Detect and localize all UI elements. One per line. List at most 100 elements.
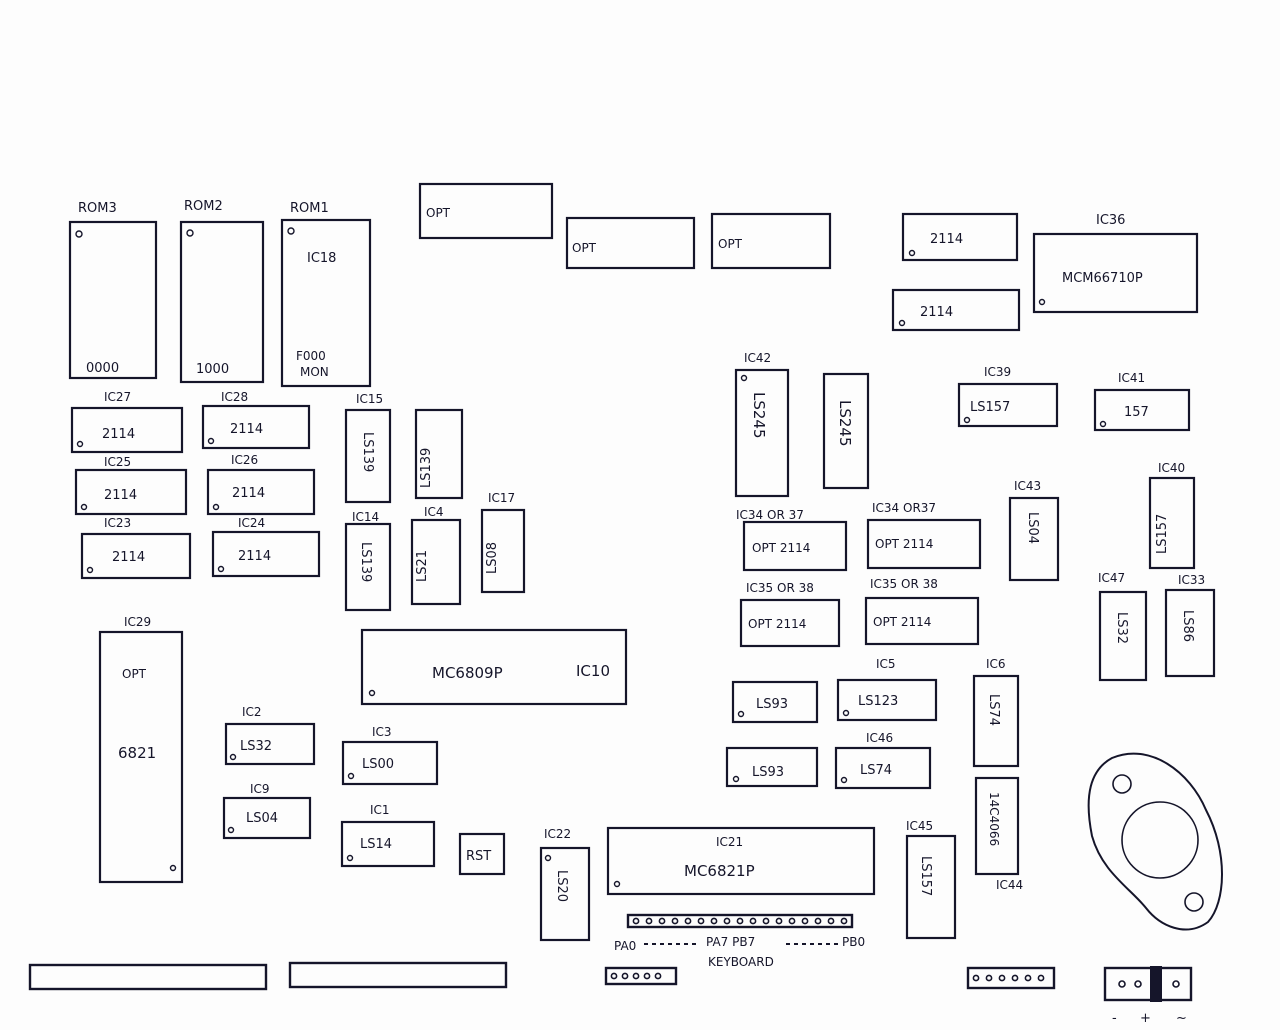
ic43-part: LS04 [1025,512,1040,544]
cpu-part: MC6809P [432,664,503,682]
opt-socket-1-label: OPT [426,206,451,220]
header-pin [840,917,848,925]
ic24-part: 2114 [238,549,271,564]
ic24-chip: IC24 2114 [211,516,321,578]
ic46-ref: IC46 [866,731,893,745]
opt-ram-2-ref: IC34 OR37 [872,501,936,515]
opt-ram-34-37-right: IC34 OR37 OPT 2114 [866,501,982,570]
rom2-title: ROM2 [184,199,223,214]
header-pin [749,917,757,925]
rom1-note: MON [300,365,329,379]
ic22-ref: IC22 [544,827,571,841]
ic45-chip: IC45 LS157 [905,819,957,940]
ic3-part: LS00 [362,757,394,772]
cpu-chip: MC6809P IC10 [360,628,628,706]
ls93-chip-a: LS93 [731,680,819,724]
ram-2114-top-right-b: 2114 [891,288,1021,332]
opt-ram-4-ref: IC35 OR 38 [870,577,938,591]
ls93-chip-b: LS93 [725,746,819,788]
ic36-part: MCM66710P [1062,271,1143,286]
ic5-chip: IC5 LS123 [836,657,938,722]
ic27-chip: IC27 2114 [70,390,184,454]
ic23-part: 2114 [112,550,145,565]
rom1-ref: IC18 [307,251,336,266]
ic1-ref: IC1 [370,803,390,817]
opt-ram-2-part: OPT 2114 [875,537,933,551]
opt-ram-35-38-left: IC35 OR 38 OPT 2114 [739,581,841,648]
opt-socket-3-label: OPT [718,237,743,251]
ram-top-right-b-label: 2114 [920,305,953,320]
opt-socket-2: OPT [565,216,696,270]
ic22-chip: IC22 LS20 [539,827,591,942]
header-pin [1011,974,1019,982]
rom2-chip: ROM2 1000 [179,199,265,384]
ic29-chip: IC29 OPT 6821 [98,615,184,884]
ic27-ref: IC27 [104,390,131,404]
header-pin [736,917,744,925]
rom3-chip: ROM3 0000 [68,201,158,380]
ic3-chip: IC3 LS00 [341,725,439,786]
keyboard-pa0: PA0 [614,939,636,953]
edge-connector-right [288,961,508,989]
keyboard-pb0: PB0 [842,935,865,949]
rom1-chip: ROM1 IC18 F000 MON [280,201,372,388]
ic43-chip: IC43 LS04 [1008,479,1060,582]
header-pin [788,917,796,925]
ic15-part: LS139 [360,432,375,472]
header-pin [998,974,1006,982]
ic39-chip: IC39 LS157 [957,365,1059,428]
ic17-chip: IC17 LS08 [480,491,526,594]
ls139-b-part: LS139 [419,448,434,488]
header-pin [710,917,718,925]
ls139-chip-b: LS139 [414,408,464,500]
ic29-ref: IC29 [124,615,151,629]
header-pin [827,917,835,925]
ic17-ref: IC17 [488,491,515,505]
ic23-chip: IC23 2114 [80,516,192,580]
ic4-chip: IC4 LS21 [410,505,462,606]
ic45-ref: IC45 [906,819,933,833]
ic45-part: LS157 [918,856,933,896]
ram-top-right-a-label: 2114 [930,232,963,247]
opt-ram-1-ref: IC34 OR 37 [736,508,804,522]
ic41-part: 157 [1124,405,1149,420]
ic28-part: 2114 [230,422,263,437]
edge-connector-left [28,963,268,991]
rom3-address: 0000 [86,361,119,376]
opt-ram-3-ref: IC35 OR 38 [746,581,814,595]
ic33-chip: IC33 LS86 [1164,573,1216,678]
ic5-part: LS123 [858,694,898,709]
ls93-a-part: LS93 [756,697,788,712]
header-pin [645,917,653,925]
ic14-part: LS139 [358,542,373,582]
ic1-part: LS14 [360,837,392,852]
power-plus: + [1140,1011,1151,1026]
ic26-chip: IC26 2114 [206,453,316,516]
header-pin [1024,974,1032,982]
reset-button[interactable]: RST [458,832,506,876]
ic9-ref: IC9 [250,782,270,796]
ic1-chip: IC1 LS14 [340,803,436,868]
ic21-part: MC6821P [684,862,755,880]
opt-socket-3: OPT [710,212,832,270]
ic36-chip: IC36 MCM66710P [1032,213,1199,314]
ic9-chip: IC9 LS04 [222,782,312,840]
ic39-ref: IC39 [984,365,1011,379]
opt-socket-2-label: OPT [572,241,597,255]
ic15-chip: IC15 LS139 [344,392,392,504]
header-pin [762,917,770,925]
ic44-chip: 14C4066 IC44 [974,776,1023,892]
ic2-ref: IC2 [242,705,262,719]
ic5-ref: IC5 [876,657,896,671]
ic47-ref: IC47 [1098,571,1125,585]
ic33-part: LS86 [1180,610,1195,642]
header-pin [801,917,809,925]
ic42-chip: IC42 LS245 [734,351,790,498]
ls93-b-part: LS93 [752,765,784,780]
header-pin [621,972,629,980]
opt-ram-1-part: OPT 2114 [752,541,810,555]
power-connector: - + ~ [1103,966,1193,1026]
header-pin [697,917,705,925]
ic2-part: LS32 [240,739,272,754]
